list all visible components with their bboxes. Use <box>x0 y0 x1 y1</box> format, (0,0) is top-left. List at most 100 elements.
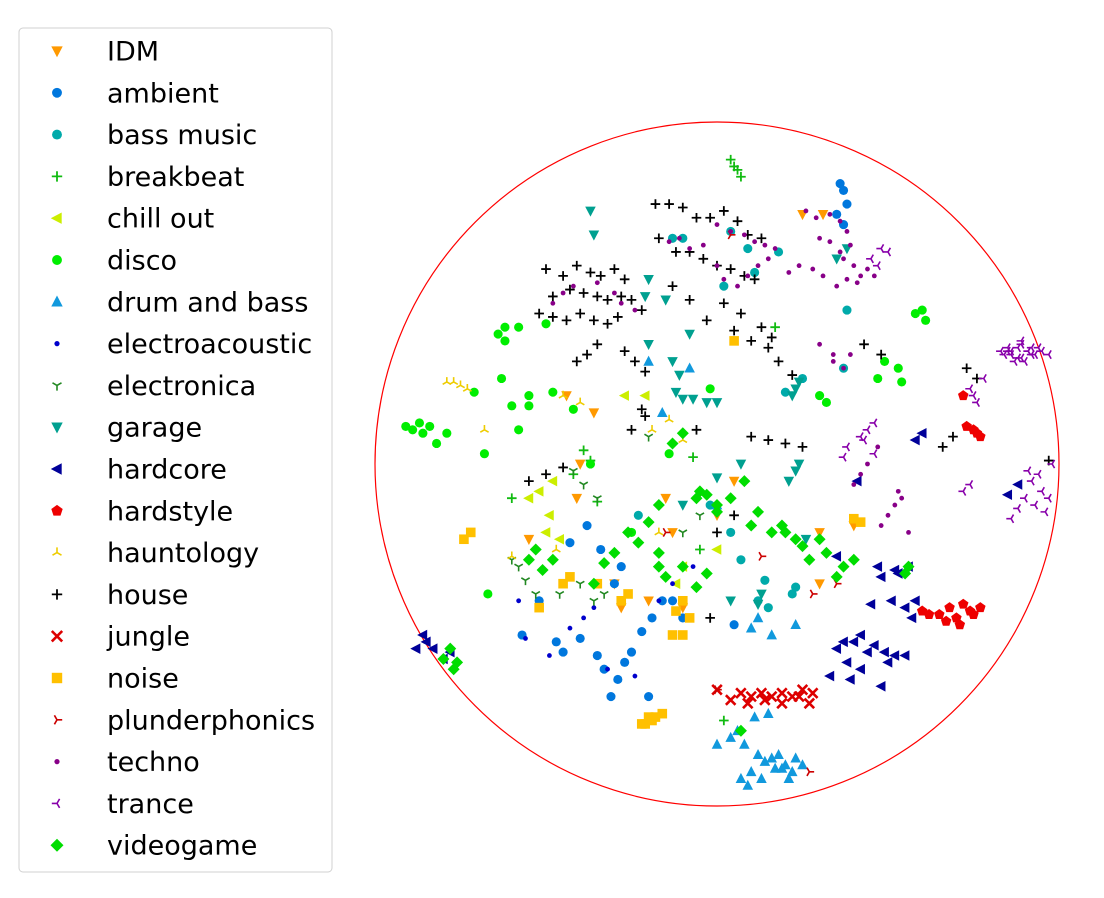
data-point <box>612 290 617 296</box>
data-point <box>660 493 671 504</box>
legend-marker <box>50 630 64 643</box>
data-point <box>719 206 729 216</box>
data-point <box>616 291 627 302</box>
data-point <box>667 357 678 368</box>
data-point <box>820 273 826 279</box>
data-point <box>687 394 699 405</box>
data-point <box>449 377 459 386</box>
data-point <box>862 425 871 435</box>
data-point <box>667 528 678 539</box>
data-point <box>791 582 801 592</box>
data-point <box>783 476 795 487</box>
legend-label: noise <box>107 664 179 695</box>
data-point <box>639 292 651 303</box>
data-point <box>1030 350 1039 360</box>
data-point <box>889 650 900 661</box>
data-point <box>944 602 955 613</box>
data-point <box>752 599 764 610</box>
legend-marker <box>51 422 63 434</box>
data-point <box>705 500 715 510</box>
data-point <box>575 633 585 643</box>
data-point <box>780 387 790 397</box>
data-point <box>830 359 836 364</box>
data-point <box>883 247 892 257</box>
data-point <box>701 398 713 409</box>
legend-label: plunderphonics <box>107 705 315 736</box>
data-point <box>835 179 845 189</box>
data-point <box>796 540 809 553</box>
data-point <box>1006 514 1015 524</box>
series-plunderphonics <box>662 230 842 777</box>
data-point <box>690 581 703 594</box>
data-point <box>636 719 647 729</box>
data-point <box>752 612 764 623</box>
data-point <box>749 711 760 722</box>
legend-marker <box>54 341 60 347</box>
data-point <box>793 377 805 388</box>
data-point <box>609 579 619 589</box>
data-point <box>678 202 688 213</box>
data-point <box>776 762 788 773</box>
data-point <box>594 280 600 286</box>
series-electronica <box>507 433 705 606</box>
data-point <box>869 418 878 428</box>
data-point <box>656 598 662 604</box>
data-point <box>575 580 585 589</box>
series-hardcore <box>410 427 1023 692</box>
data-point <box>1040 507 1049 517</box>
data-point <box>568 467 578 476</box>
data-point <box>910 308 920 319</box>
data-point <box>916 605 928 616</box>
legend-label: electronica <box>107 371 256 402</box>
data-point <box>548 291 558 302</box>
data-point <box>800 534 812 545</box>
data-point <box>437 652 450 665</box>
data-point <box>598 557 611 570</box>
data-point <box>691 425 702 435</box>
data-point <box>500 322 510 332</box>
data-point <box>534 308 544 319</box>
data-point <box>742 779 754 790</box>
data-point <box>618 390 629 401</box>
series-videogame <box>437 427 915 737</box>
data-point <box>752 748 764 760</box>
data-point <box>749 274 760 285</box>
data-point <box>844 674 855 685</box>
data-point <box>620 657 630 667</box>
data-point <box>523 534 535 545</box>
series-electroacoustic <box>516 564 696 679</box>
data-point <box>755 263 761 269</box>
data-point <box>878 646 889 658</box>
data-point <box>975 602 986 613</box>
data-point <box>968 391 977 401</box>
data-point <box>889 564 900 576</box>
data-point <box>934 608 945 619</box>
data-point <box>524 391 534 401</box>
data-point <box>745 690 757 703</box>
data-point <box>582 349 592 360</box>
data-point <box>551 544 561 553</box>
data-point <box>841 657 852 668</box>
data-point <box>746 336 756 346</box>
data-point <box>578 288 589 298</box>
data-point <box>608 546 621 559</box>
data-point <box>885 595 896 607</box>
data-point <box>693 485 706 498</box>
legend-marker <box>51 171 63 182</box>
data-point <box>626 295 637 305</box>
data-point <box>724 694 737 706</box>
data-point <box>654 233 664 244</box>
data-point <box>728 476 740 487</box>
data-point <box>772 246 778 251</box>
legend-marker <box>51 589 63 600</box>
data-point <box>861 646 872 658</box>
data-point <box>670 578 681 589</box>
data-point <box>965 384 974 394</box>
data-point <box>640 411 650 421</box>
data-point <box>742 697 754 710</box>
data-point <box>756 589 767 600</box>
data-point <box>664 414 674 423</box>
data-point <box>756 233 767 244</box>
data-point <box>410 643 421 654</box>
